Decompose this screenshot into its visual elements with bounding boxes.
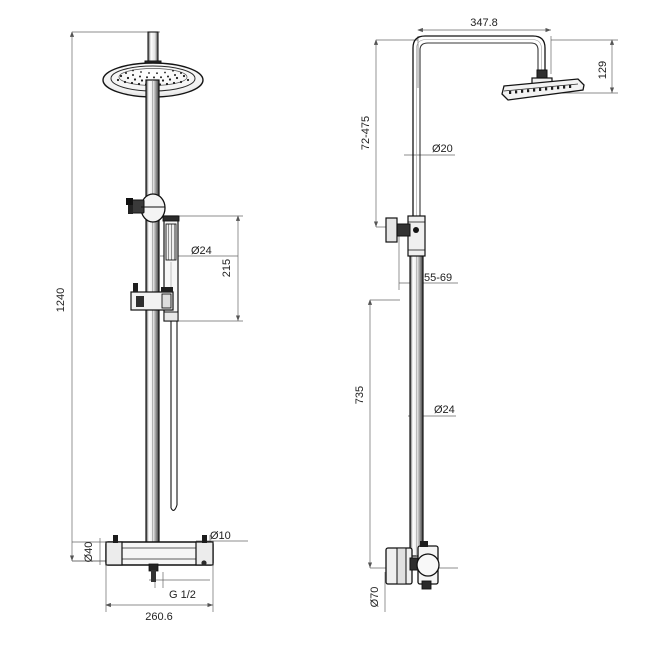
dim-label-129: 129: [597, 61, 609, 79]
shower-hose: [170, 321, 178, 511]
dim-label-735: 735: [354, 386, 366, 404]
dim-label-inlet-thread: G 1/2: [169, 589, 196, 601]
dim-label-hole-diameter: Ø10: [210, 530, 231, 542]
riser-slide-bracket: [385, 215, 426, 257]
gooseneck-riser-arm: [412, 35, 546, 228]
main-riser-column: [145, 79, 160, 544]
lower-riser-tube: [409, 227, 424, 557]
overhead-shower-head-side: [501, 69, 585, 101]
front-view-labels: 1240 215 Ø24 Ø40 Ø10 G 1/2 260.6: [55, 245, 233, 623]
thermostatic-mixer-body: [105, 535, 214, 582]
dim-label-1240: 1240: [55, 288, 67, 312]
dim-label-55-69: 55-69: [424, 272, 452, 284]
dim-label-handshower-diameter: Ø24: [191, 245, 212, 257]
dim-label-mixer-diameter: Ø40: [83, 542, 95, 563]
mixer-valve-side: [385, 541, 440, 590]
handshower-holder-bracket: [130, 283, 174, 311]
dim-label-riser-diameter-20: Ø20: [432, 143, 453, 155]
dim-label-215: 215: [221, 259, 233, 277]
front-view: 1240 215 Ø24 Ø40 Ø10 G 1/2 260.6: [55, 31, 248, 623]
dim-label-flange-diameter: Ø70: [369, 587, 381, 608]
diverter-joint: [126, 193, 166, 223]
side-view-labels: 347.8 129 72-475 Ø20 55-69 735 Ø24 Ø70: [354, 17, 609, 607]
dim-label-347-8: 347.8: [470, 17, 498, 29]
side-view: 347.8 129 72-475 Ø20 55-69 735 Ø24 Ø70: [354, 17, 618, 612]
dim-label-72-475: 72-475: [360, 116, 372, 150]
dim-label-overall-width: 260.6: [145, 611, 173, 623]
dim-label-riser-diameter-24: Ø24: [434, 404, 455, 416]
